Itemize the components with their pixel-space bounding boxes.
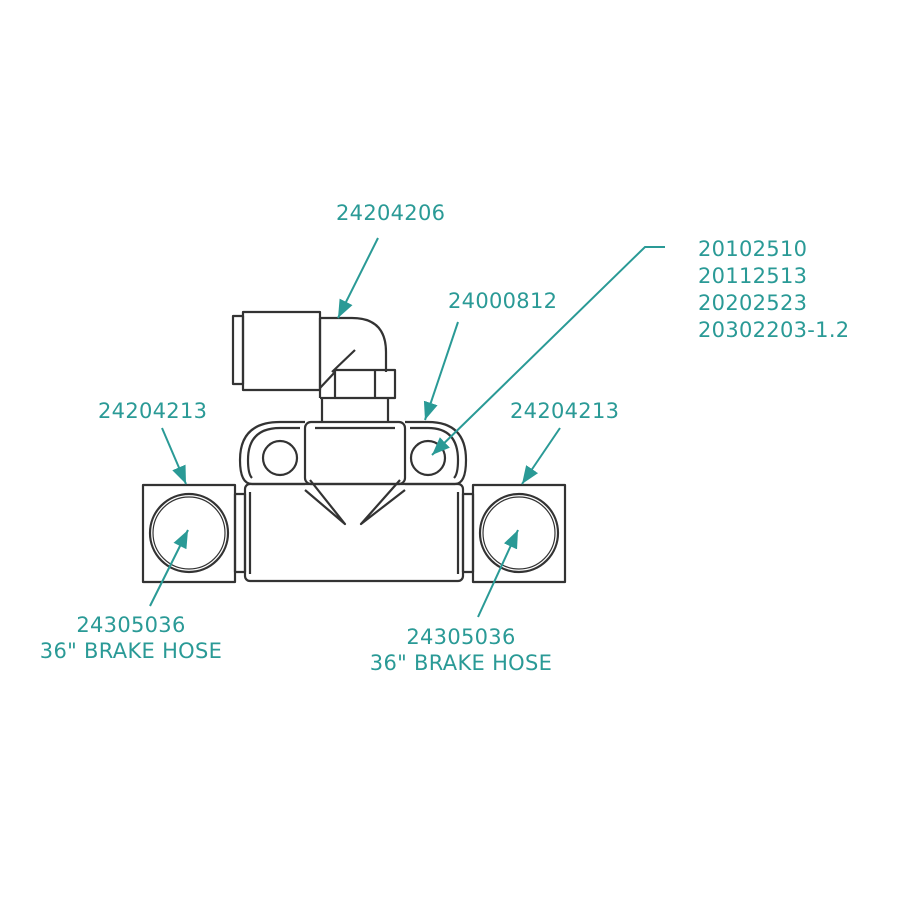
right-hose-part: 24305036	[406, 625, 516, 649]
callout-left-fitting-part: 24204213	[98, 399, 208, 423]
mount-part-3: 20202523	[698, 291, 808, 315]
mount-part-1: 20102510	[698, 237, 808, 261]
mount-part-2: 20112513	[698, 264, 808, 288]
callout-right-fitting-part: 24204213	[510, 399, 620, 423]
part-linework	[141, 310, 567, 584]
right-hose-desc: 36" BRAKE HOSE	[369, 651, 553, 675]
left-hose-desc: 36" BRAKE HOSE	[39, 639, 223, 663]
mount-part-4: 20302203-1.2	[698, 318, 850, 342]
left-hose-part: 24305036	[76, 613, 186, 637]
callout-right-hose: 24305036 36" BRAKE HOSE	[366, 624, 556, 676]
callout-tee-part: 24000812	[448, 289, 558, 313]
callout-elbow-part: 24204206	[336, 201, 446, 225]
callout-mount-group: 20102510 20112513 20202523 20302203-1.2	[698, 236, 849, 344]
leader-lines	[149, 237, 665, 618]
callout-left-hose: 24305036 36" BRAKE HOSE	[36, 612, 226, 664]
